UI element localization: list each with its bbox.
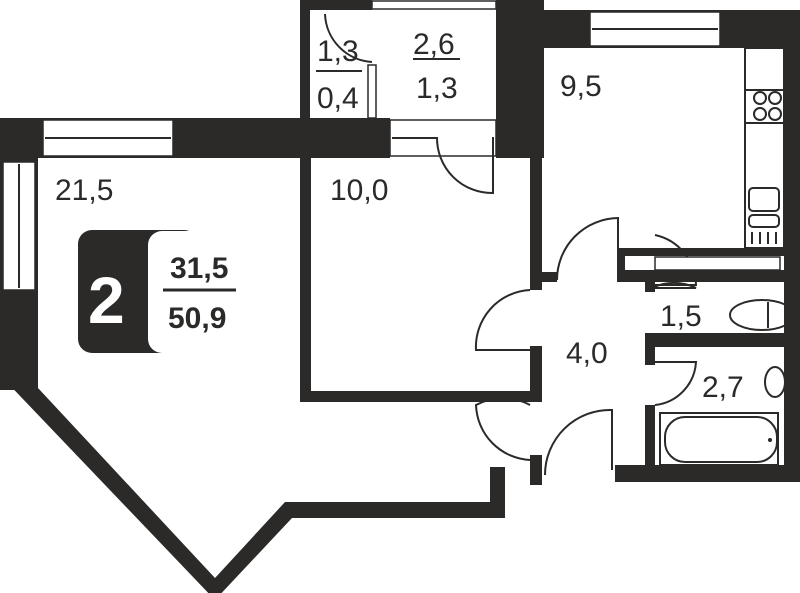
room-area-living: 21,5 xyxy=(55,174,113,207)
sink-icon xyxy=(748,187,780,212)
room-area-toilet: 1,5 xyxy=(660,300,702,333)
toilet-icon xyxy=(729,299,795,331)
door-entrance xyxy=(544,408,613,476)
door-balcony xyxy=(435,136,494,195)
doors xyxy=(324,13,698,476)
window-balcony xyxy=(371,0,497,10)
door-toilet xyxy=(651,281,697,289)
balcony-area-value: 1,3 xyxy=(416,72,458,105)
radiator-icon xyxy=(654,256,781,271)
kitchen-counter xyxy=(744,47,785,249)
storage-area-value: 0,4 xyxy=(317,82,359,115)
room-area-bathroom: 2,7 xyxy=(702,371,744,404)
fixtures xyxy=(654,47,795,466)
door-living xyxy=(474,397,531,461)
door-bedroom xyxy=(474,289,531,351)
washbasin-icon xyxy=(764,366,786,398)
balcony-area-total: 2,6 xyxy=(413,28,455,61)
room-count: 2 xyxy=(88,263,125,337)
area-badge: 2 31,5 50,9 xyxy=(78,230,250,353)
room-area-kitchen: 9,5 xyxy=(560,70,602,103)
window-storage xyxy=(367,64,377,119)
total-area: 50,9 xyxy=(168,302,226,335)
windows xyxy=(2,0,721,291)
stove-icon xyxy=(744,89,785,124)
door-storage xyxy=(324,13,373,63)
room-area-hall: 4,0 xyxy=(566,337,608,370)
door-kitchen xyxy=(556,216,619,281)
bathtub-icon xyxy=(659,412,779,466)
living-area: 31,5 xyxy=(170,252,228,285)
door-bathroom xyxy=(654,361,698,406)
room-labels: 21,5 10,0 9,5 4,0 1,5 2,7 1,3 0,4 2,6 1,… xyxy=(55,28,744,404)
room-area-bedroom: 10,0 xyxy=(330,174,388,207)
storage-area-total: 1,3 xyxy=(317,35,359,68)
